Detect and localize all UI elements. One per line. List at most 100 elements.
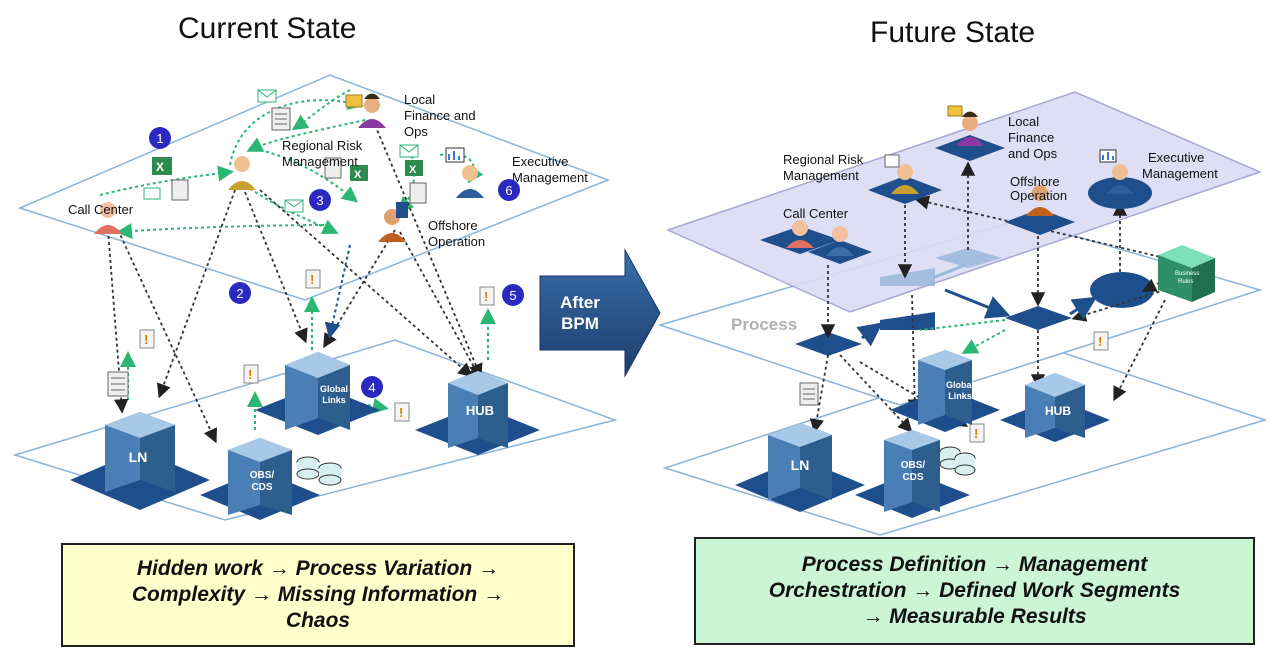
future-green-flow-2 — [919, 319, 1006, 331]
svg-text:Operation: Operation — [428, 234, 485, 249]
database-icon — [318, 462, 342, 486]
current-artifacts: X X X — [107, 89, 465, 397]
after-bpm-arrow: After BPM — [539, 248, 661, 378]
svg-text:Links: Links — [322, 395, 346, 405]
svg-text:Executive: Executive — [1148, 150, 1204, 165]
document-icon — [799, 382, 819, 406]
svg-text:and Ops: and Ops — [1008, 146, 1058, 161]
svg-text:Finance and: Finance and — [404, 108, 476, 123]
warning-icon: ! — [139, 329, 155, 349]
document-icon — [409, 182, 427, 204]
future-state-title: Future State — [870, 16, 1036, 49]
future-regional-risk-label: Regional Risk Management — [783, 152, 864, 183]
future-summary-line: Orchestration → Defined Work Segments — [768, 579, 1181, 602]
chart-icon — [445, 147, 465, 163]
svg-text:HUB: HUB — [1045, 404, 1071, 418]
global-links-server: Global Links — [255, 352, 380, 435]
svg-text:Offshore: Offshore — [1010, 174, 1060, 189]
svg-text:Management: Management — [512, 170, 588, 185]
svg-text:Regional Risk: Regional Risk — [282, 138, 363, 153]
future-executive-label: Executive Management — [1142, 150, 1218, 181]
svg-text:Local: Local — [1008, 114, 1039, 129]
future-call-center-label: Call Center — [783, 206, 849, 221]
warning-icon: ! — [1093, 331, 1109, 351]
ln-server: LN — [70, 412, 210, 510]
svg-text:After: After — [560, 293, 600, 312]
warning-icon: ! — [969, 423, 985, 443]
future-hub-server: HUB — [1000, 373, 1110, 442]
warning-icon: ! — [394, 402, 410, 422]
document-icon — [171, 179, 189, 201]
svg-text:5: 5 — [509, 288, 516, 303]
person-icon — [94, 202, 122, 234]
folder-icon — [947, 105, 963, 117]
svg-text:Management: Management — [783, 168, 859, 183]
person-icon — [456, 165, 484, 198]
future-green-flow — [961, 329, 1006, 354]
step-badge: 2 — [229, 282, 251, 304]
svg-text:Local: Local — [404, 92, 435, 107]
svg-text:Operation: Operation — [1010, 188, 1067, 203]
current-top-plane — [17, 74, 611, 301]
person-icon — [228, 156, 256, 190]
warning-icon: ! — [305, 269, 321, 289]
future-artifacts: ! ! — [799, 331, 1109, 443]
call-center-platform — [760, 220, 872, 264]
svg-text:1: 1 — [156, 131, 163, 146]
svg-text:Global: Global — [946, 380, 974, 390]
person-icon — [358, 93, 386, 128]
current-warnings: ! ! ! ! ! — [139, 269, 495, 422]
excel-icon: X — [405, 160, 423, 176]
email-icon — [257, 89, 277, 103]
offshore-label: Offshore Operation — [428, 218, 485, 249]
step-badge: 1 — [149, 127, 171, 149]
future-global-links-server: Global Links — [890, 350, 1000, 432]
person-icon — [956, 111, 984, 146]
email-icon — [284, 199, 304, 213]
document-icon — [884, 154, 900, 168]
svg-text:2: 2 — [236, 286, 243, 301]
current-summary-line: Hidden work → Process Variation → — [136, 557, 500, 580]
svg-text:!: ! — [484, 289, 488, 304]
business-rules-box: Business Rules — [1158, 245, 1215, 302]
current-green-flows — [99, 89, 496, 430]
chart-icon — [1099, 149, 1117, 163]
svg-text:X: X — [354, 169, 362, 181]
call-center-label: Call Center — [68, 202, 134, 217]
email-icon — [399, 144, 419, 158]
svg-text:X: X — [409, 164, 417, 176]
executive-label: Executive Management — [512, 154, 588, 185]
svg-text:Executive: Executive — [512, 154, 568, 169]
warning-icon: ! — [243, 364, 259, 384]
step-badge: 6 — [498, 179, 520, 201]
svg-text:Links: Links — [948, 391, 972, 401]
folder-icon — [345, 94, 363, 108]
person-icon — [891, 164, 919, 194]
svg-text:Global: Global — [320, 384, 348, 394]
svg-text:LN: LN — [791, 457, 810, 473]
step-badge: 3 — [309, 189, 331, 211]
future-blue-flows — [856, 288, 1098, 347]
obs-cds-server: OBS/ CDS — [200, 438, 342, 520]
process-layer-label: Process — [731, 315, 797, 334]
future-local-finance-label: Local Finance and Ops — [1008, 114, 1058, 161]
offshore-platform — [1005, 185, 1075, 235]
document-icon — [271, 107, 291, 131]
svg-text:Business: Business — [1175, 271, 1199, 277]
svg-text:!: ! — [399, 405, 403, 420]
step-badge: 4 — [361, 376, 383, 398]
future-top-plane — [665, 91, 1263, 313]
future-light-flows — [934, 263, 966, 279]
current-system-flows — [107, 124, 483, 444]
person-icon — [378, 202, 408, 242]
database-icon — [296, 456, 320, 480]
excel-icon: X — [350, 165, 368, 181]
warning-icon: ! — [479, 286, 495, 306]
future-summary-box: Process Definition → Management Orchestr… — [694, 537, 1255, 645]
svg-text:Finance: Finance — [1008, 130, 1054, 145]
svg-text:LN: LN — [129, 449, 148, 465]
future-summary-line: → Measurable Results — [862, 605, 1087, 628]
person-icon — [826, 226, 854, 256]
svg-text:!: ! — [974, 426, 978, 441]
person-icon — [1106, 164, 1134, 194]
